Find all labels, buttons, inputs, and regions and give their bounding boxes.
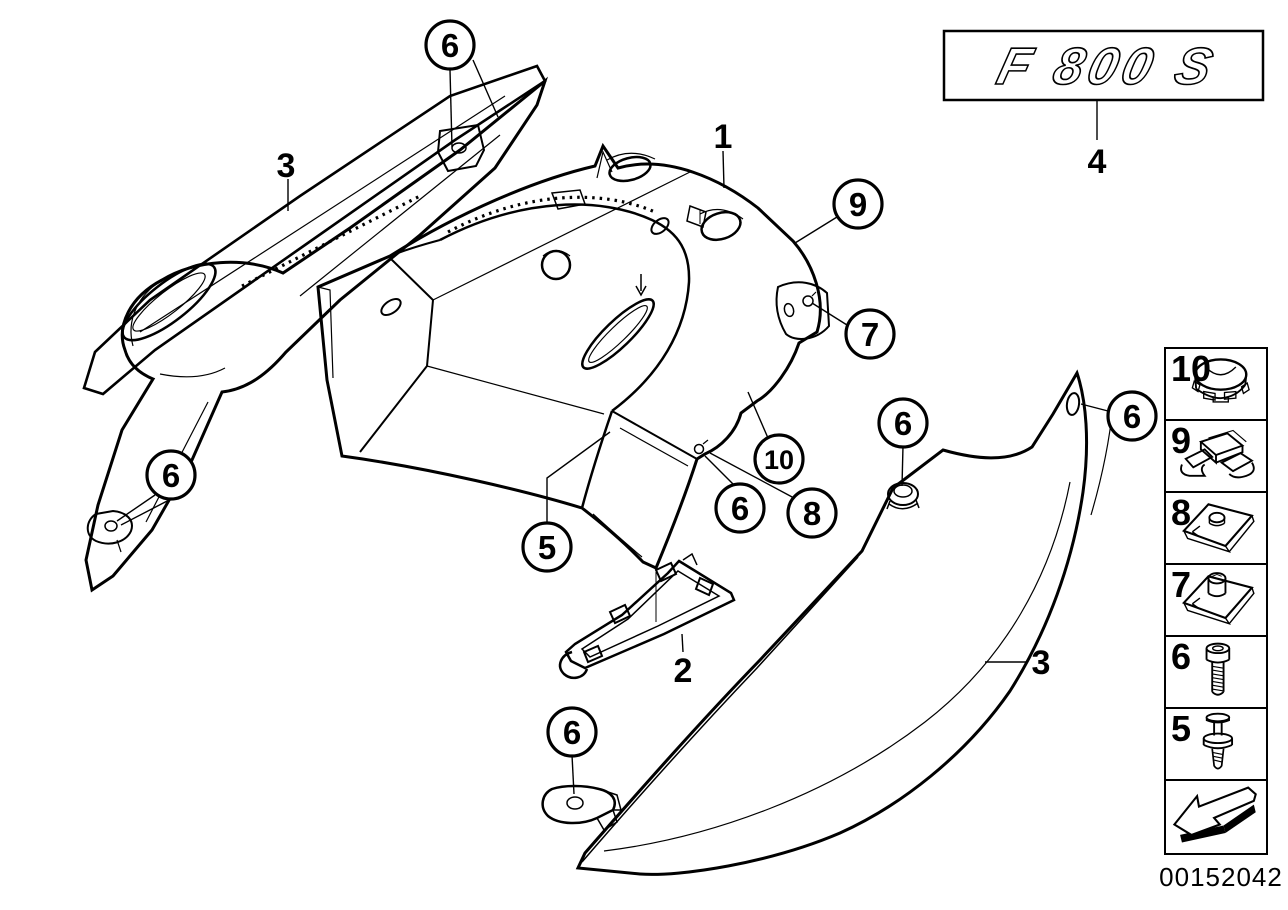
clip-hole (783, 302, 795, 318)
callout-circle-10[interactable]: 10 (747, 391, 805, 485)
callout-label-2[interactable]: 2 (674, 633, 693, 690)
callout-circle-6[interactable]: 6 (546, 706, 598, 795)
callout-number: 6 (563, 714, 581, 751)
callout-circle-8[interactable]: 8 (709, 452, 838, 539)
legend-label: 5 (1171, 708, 1192, 749)
callout-circle-7[interactable]: 7 (811, 302, 896, 360)
mount-hole (700, 210, 742, 242)
callout-layer: 6 6 9 7 10 6 8 6 6 5 6 1 3 3 2 4 (116, 19, 1158, 795)
callout-number: 6 (162, 457, 180, 494)
spring-clip-icon (1180, 429, 1255, 479)
snap-clip-stud-icon (1182, 503, 1255, 553)
legend-item-9: 9 (1166, 421, 1266, 493)
clip-hole (802, 295, 814, 307)
small-hole (380, 298, 402, 316)
legend-label: 8 (1171, 492, 1192, 533)
right-side-panel (541, 369, 1114, 876)
callout-label-3[interactable]: 3 (277, 147, 296, 211)
pin-marker (635, 274, 647, 297)
callout-circle-6[interactable]: 6 (704, 455, 766, 534)
expansion-rivet-icon (1202, 712, 1234, 770)
callout-number: 9 (849, 186, 867, 223)
callout-circle-6[interactable]: 6 (1080, 390, 1158, 442)
callout-label-3[interactable]: 3 (985, 644, 1050, 682)
callout-number: 6 (1123, 398, 1141, 435)
legend-label: 6 (1171, 636, 1192, 677)
callout-number: 1 (714, 118, 733, 156)
legend-item-arrow (1166, 781, 1266, 853)
callout-number: 3 (1032, 644, 1051, 682)
callout-number: 4 (1088, 143, 1107, 181)
mount-hole (540, 249, 572, 281)
callout-circle-9[interactable]: 9 (794, 178, 884, 244)
mount-grommet (886, 482, 920, 510)
vent-slot (581, 298, 655, 370)
callout-number: 5 (538, 529, 556, 566)
grommet-nut-icon (1191, 358, 1250, 403)
legend-label: 7 (1171, 564, 1192, 605)
callout-number: 6 (731, 490, 749, 527)
callout-number: 2 (674, 652, 693, 690)
screw-tab (541, 784, 622, 832)
legend-item-5: 5 (1166, 709, 1266, 781)
tail-center-cover (316, 142, 831, 622)
callout-number: 10 (764, 445, 794, 475)
legend-item-8: 8 (1166, 493, 1266, 565)
model-logo-plate: F 800 S (942, 29, 1265, 102)
fastener-legend: 10 9 8 (1164, 347, 1268, 855)
screw-hole (693, 443, 705, 455)
mount-hole (608, 155, 652, 183)
legend-item-6: 6 (1166, 637, 1266, 709)
callout-label-4[interactable]: 4 (1088, 101, 1107, 181)
snap-clip-post-icon (1182, 572, 1255, 625)
model-logo-text: F 800 S (992, 38, 1224, 96)
direction-arrow-icon (1172, 786, 1257, 843)
legend-label: 9 (1171, 420, 1192, 461)
legend-item-7: 7 (1166, 565, 1266, 637)
legend-label: 10 (1171, 348, 1212, 389)
socket-screw-icon (1205, 642, 1231, 696)
callout-number: 6 (894, 405, 912, 442)
screw-hole (1065, 392, 1081, 416)
callout-circle-6[interactable]: 6 (877, 397, 929, 487)
drawing-number: 00152042 (1159, 862, 1283, 892)
callout-number: 6 (441, 27, 459, 64)
small-hole (650, 217, 670, 235)
callout-circle-5[interactable]: 5 (521, 431, 611, 573)
left-side-panel (84, 76, 549, 593)
callout-number: 3 (277, 147, 296, 185)
callout-number: 7 (861, 316, 879, 353)
seat-bracket-frame (558, 552, 736, 680)
upper-trim-strip (82, 64, 547, 396)
callout-label-1[interactable]: 1 (714, 118, 733, 189)
callout-circle-6[interactable]: 6 (424, 19, 499, 148)
callout-number: 8 (803, 495, 821, 532)
legend-item-10: 10 (1166, 349, 1266, 421)
callout-circle-6[interactable]: 6 (116, 449, 197, 526)
